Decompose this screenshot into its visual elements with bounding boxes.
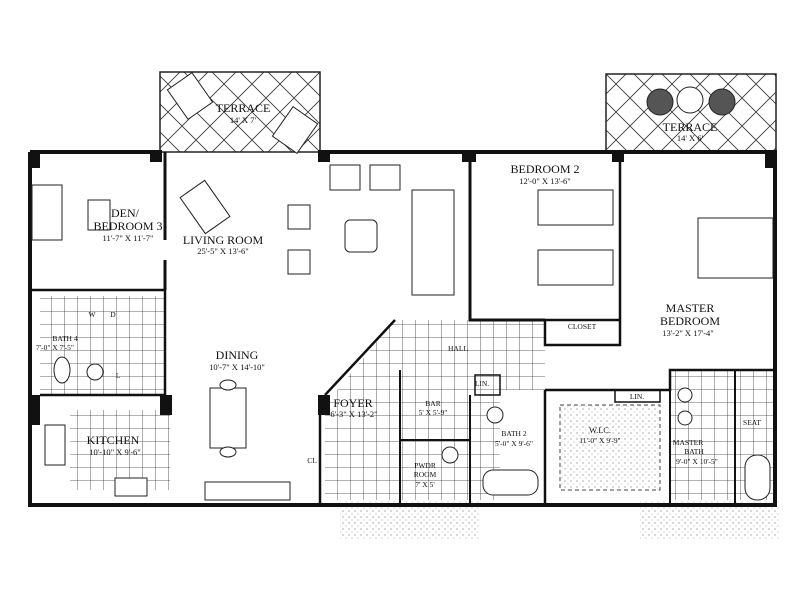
hall-label: HALL xyxy=(448,344,468,353)
dryer-label: D xyxy=(110,310,116,319)
linen-closet-label: LIN. xyxy=(475,379,489,388)
sink-icon xyxy=(486,406,504,424)
stove-icon xyxy=(44,424,66,466)
armchair-icon xyxy=(329,164,361,191)
bedroom2-label: BEDROOM 2 xyxy=(510,162,579,176)
linen-label: L xyxy=(116,371,121,380)
terrace-right xyxy=(605,73,777,153)
terrace-right-dims: 14' X 6' xyxy=(677,133,704,143)
master-bedroom-dims: 13'-2" X 17'-4" xyxy=(662,328,714,338)
terrace-right-label: TERRACE xyxy=(663,120,718,134)
den-dims: 11'-7" X 11'-7" xyxy=(103,233,154,243)
bath2-label: BATH 2 xyxy=(501,429,526,438)
dining-table-icon xyxy=(209,387,247,449)
powder-room-label-2: ROOM xyxy=(414,470,437,479)
chair-icon xyxy=(219,379,237,391)
walls xyxy=(28,150,777,507)
console-icon xyxy=(204,481,291,501)
kitchen-label: KITCHEN xyxy=(87,433,140,447)
wic-dims: 11'-0" X 9'-9" xyxy=(579,436,620,445)
foyer-tile xyxy=(325,320,545,500)
bath4-label: BATH 4 xyxy=(52,334,77,343)
master-bedroom-label: MASTER xyxy=(666,301,715,315)
table-icon xyxy=(676,86,704,114)
kitchen-sink-icon xyxy=(114,477,148,497)
desk-icon xyxy=(87,199,111,231)
washer-label: W xyxy=(88,310,96,319)
chair-icon xyxy=(646,88,674,116)
chair-icon xyxy=(219,446,237,458)
master-bath-label: MASTER xyxy=(673,438,703,447)
chaise-icon xyxy=(179,179,231,235)
dining-label: DINING xyxy=(216,348,259,362)
den-label-2: BEDROOM 3 xyxy=(93,219,162,233)
bar-dims: 5' X 5'-9" xyxy=(419,408,448,417)
sink-icon xyxy=(677,410,693,426)
bed-icon xyxy=(537,189,614,226)
dining-dims: 10'-7" X 14'-10" xyxy=(209,362,265,372)
armchair-icon xyxy=(287,249,311,275)
seat-label: SEAT xyxy=(743,418,761,427)
bedroom2-dims: 12'-0" X 13'-6" xyxy=(519,176,571,186)
coat-closet-label: CL xyxy=(307,456,317,465)
lounge-chair-icon xyxy=(166,71,214,121)
master-bath-label-2: BATH xyxy=(684,447,704,456)
lounge-chair-icon xyxy=(271,105,319,155)
foyer-label: FOYER xyxy=(333,396,372,410)
bed-icon xyxy=(537,249,614,286)
linen-closet-2-label: LIN. xyxy=(630,392,644,401)
closet-label: CLOSET xyxy=(568,322,597,331)
bed-icon xyxy=(31,184,63,241)
master-bath-dims: 9'-0" X 10'-5" xyxy=(676,457,718,466)
armchair-icon xyxy=(287,204,311,230)
bath2-dims: 5'-0" X 9'-6" xyxy=(495,439,533,448)
powder-room-dims: 7' X 5' xyxy=(415,480,435,489)
terrace-left xyxy=(159,71,321,155)
sofa-icon xyxy=(411,189,455,296)
bathtub-icon xyxy=(482,469,539,496)
terrace-left-dims: 14' X 7' xyxy=(230,115,257,125)
coffee-table-icon xyxy=(344,219,378,253)
bath4-dims: 7'-0" X 7'-5" xyxy=(36,343,74,352)
chair-icon xyxy=(708,88,736,116)
master-bed-icon xyxy=(697,217,774,279)
master-bedroom-label-2: BEDROOM xyxy=(660,314,720,328)
wic-floor xyxy=(559,404,661,491)
foyer-dims: 6'-3" X 13'-2" xyxy=(330,409,377,419)
sink-icon xyxy=(441,446,459,464)
wic-label: W.I.C. xyxy=(589,425,611,435)
living-room-dims: 25'-5" X 13'-6" xyxy=(197,246,249,256)
wall-piers xyxy=(30,150,777,425)
den-label: DEN/ xyxy=(111,206,140,220)
living-room-label: LIVING ROOM xyxy=(183,233,264,247)
armchair-icon xyxy=(369,164,401,191)
bar-label: BAR xyxy=(425,399,440,408)
sink-icon xyxy=(86,363,104,381)
bathtub-icon xyxy=(744,454,771,501)
toilet-icon xyxy=(53,356,71,384)
sink-icon xyxy=(677,387,693,403)
powder-room-label: PWDR xyxy=(414,461,436,470)
kitchen-dims: 10'-10" X 9'-6" xyxy=(89,447,141,457)
terrace-left-label: TERRACE xyxy=(216,101,271,115)
kitchen-tile xyxy=(70,410,170,490)
